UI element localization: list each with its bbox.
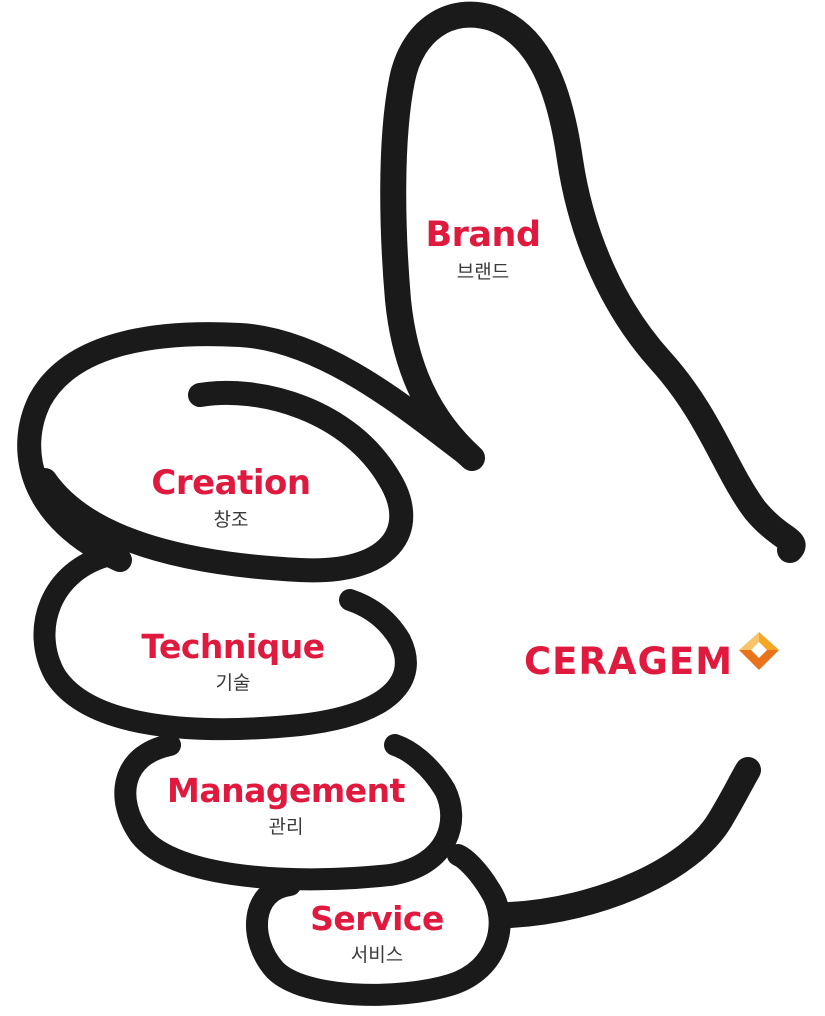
thumb-outline — [380, 1, 806, 563]
diamond-top-facet — [759, 631, 780, 650]
label-brand-ko: 브랜드 — [456, 261, 510, 283]
label-technique-en: Technique — [141, 627, 325, 666]
index-finger-outline — [33, 380, 414, 583]
label-management-ko: 관리 — [268, 816, 304, 838]
label-service-ko: 서비스 — [350, 944, 404, 966]
label-technique: Technique 기술 — [141, 627, 325, 695]
label-brand: Brand 브랜드 — [425, 215, 541, 284]
label-creation: Creation 창조 — [151, 463, 311, 532]
label-creation-en: Creation — [151, 463, 311, 503]
middle-finger-outline — [33, 544, 417, 741]
ring-finger-outline — [114, 734, 463, 891]
little-finger-outline — [246, 844, 511, 1006]
ceragem-diamond-icon — [739, 631, 780, 670]
label-service: Service 서비스 — [310, 899, 444, 967]
label-service-en: Service — [310, 899, 444, 938]
diamond-center — [751, 641, 768, 658]
diamond-bottom-facet — [739, 649, 780, 670]
ceragem-logo: CERAGEM — [524, 631, 783, 683]
wrist-outline — [497, 757, 761, 928]
ceragem-logo-text: CERAGEM — [524, 640, 734, 683]
label-creation-ko: 창조 — [213, 509, 249, 531]
label-technique-ko: 기술 — [215, 672, 251, 694]
label-brand-en: Brand — [425, 215, 541, 255]
label-management: Management 관리 — [167, 771, 405, 839]
diamond-left-facet — [739, 631, 760, 650]
label-management-en: Management — [167, 771, 405, 810]
